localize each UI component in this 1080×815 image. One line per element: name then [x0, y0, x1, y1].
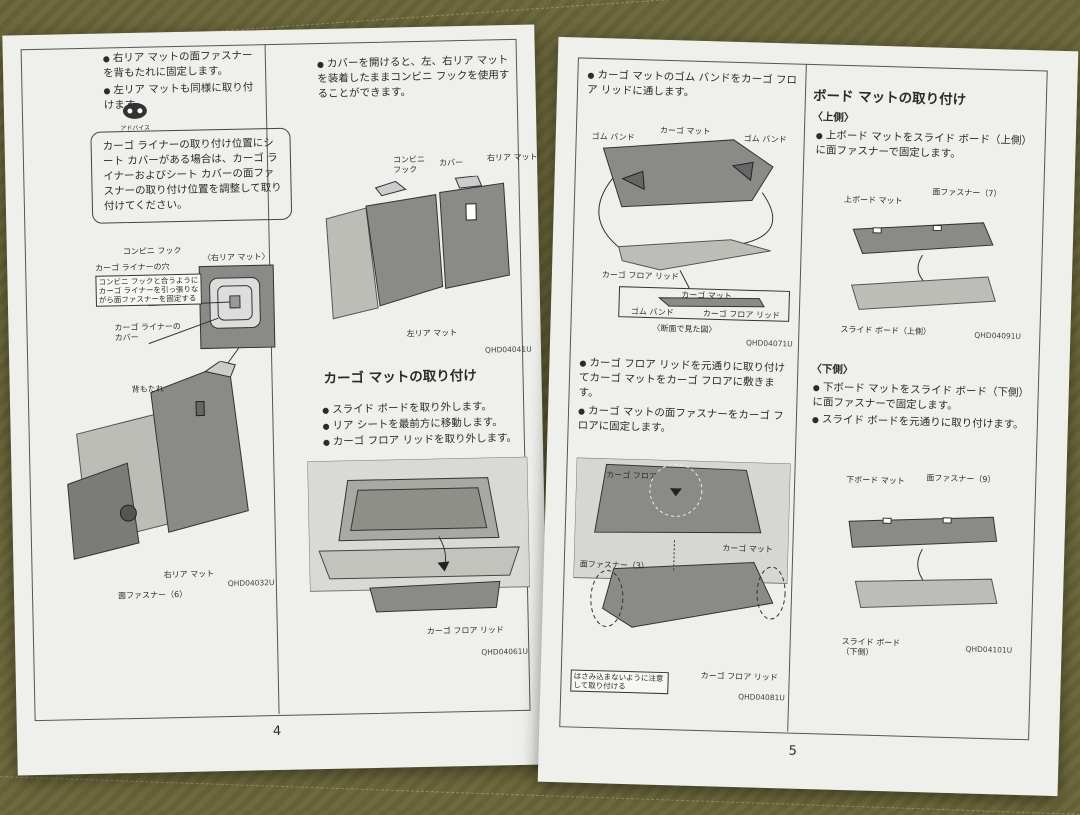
figure-code: QHD04091U — [974, 330, 1022, 341]
label-right-rear-mat-2: 右リア マット — [486, 152, 538, 163]
label-right-rear-mat-paren: 〈右リア マット〉 — [202, 252, 270, 263]
label-cargo-mat: カーゴ マット — [659, 125, 711, 137]
label-section-caption: 〈断面で見た図〉 — [652, 323, 717, 335]
instruction-upper-board: 上ボード マットをスライド ボード（上側）に面ファスナーで固定します。 — [815, 128, 1036, 164]
label-compini-hook: コンピニ フック — [122, 245, 182, 257]
label-left-rear-mat: 左リア マット — [406, 328, 458, 339]
upper-board-mat-illustration — [851, 222, 996, 310]
label-cargo-mat-2: カーゴ マット — [722, 543, 773, 555]
instruction-fix-velcro: カーゴ マットの面ファスナーをカーゴ フロアに固定します。 — [577, 404, 790, 440]
label-cargo-floor-lid: カーゴ フロア リッド — [426, 625, 505, 636]
figure-code: QHD04032U — [227, 578, 275, 589]
figure-code: QHD04071U — [745, 338, 793, 349]
cargo-area-lid-illustration — [307, 456, 531, 613]
label-cargo-liner-hole: カーゴ ライナーの穴 — [95, 262, 170, 273]
manual-page-right: カーゴ マットのゴム バンドをカーゴ フロア リッドに通します。 ゴム バンド … — [537, 36, 1079, 797]
label-rubber-band-right: ゴム バンド — [743, 134, 787, 145]
cargo-floor-mat-illustration — [572, 457, 791, 628]
label-upper-board-mat: 上ボード マット — [843, 194, 903, 206]
instruction-lower-board: 下ボード マットをスライド ボード（下側）に面ファスナーで固定します。 — [812, 380, 1025, 416]
label-cargo-liner-cover: カーゴ ライナーのカバー — [114, 321, 181, 343]
label-velcro-9: 面ファスナー（9） — [926, 473, 996, 485]
section-heading-board-mat: ボード マットの取り付け — [812, 88, 967, 109]
label-lower-board-mat: 下ボード マット — [846, 475, 905, 486]
page-number: 4 — [272, 723, 282, 740]
figure-code: QHD04061U — [481, 646, 529, 657]
label-cover: カバー — [438, 158, 464, 168]
rear-mats-on-seat-illustration — [325, 175, 510, 320]
instruction-lay-cargo-mat: カーゴ フロア リッドを元通りに取り付けてカーゴ マットをカーゴ フロアに敷きま… — [578, 356, 791, 407]
advice-text: カーゴ ライナーの取り付け位置にシート カバーがある場合は、カーゴ ライナーおよ… — [102, 136, 282, 213]
label-section-lid: カーゴ フロア リッド — [702, 309, 781, 321]
manual-page-left: 右リア マットの面ファスナーを背もたれに固定します。 左リア マットも同様に取り… — [2, 24, 550, 776]
instruction-open-cover: カバーを開けると、左、右リア マットを装着したままコンビニ フックを使用すること… — [317, 53, 514, 102]
label-hook-instruction: コンビニ フックと合うようにカーゴ ライナーを引っ張りながら面ファスナーを固定す… — [95, 273, 202, 307]
label-seatback: 背もたれ — [131, 384, 164, 395]
label-section-band: ゴム バンド — [630, 307, 674, 318]
instruction-fix-right-mat: 右リア マットの面ファスナーを背もたれに固定します。 — [103, 48, 264, 81]
lower-board-mat-illustration — [848, 516, 998, 609]
label-slide-board-lower: スライド ボード（下側） — [841, 637, 901, 657]
page-number: 5 — [788, 743, 798, 759]
label-cargo-floor-lid: カーゴ フロア リッド — [601, 270, 680, 282]
cargo-mat-band-illustration — [598, 139, 790, 322]
subheading-upper: 〈上側〉 — [812, 111, 855, 125]
instruction-thread-band: カーゴ マットのゴム バンドをカーゴ フロア リッドに通します。 — [587, 68, 798, 104]
figure-code: QHD04041U — [484, 344, 532, 355]
label-rubber-band-left: ゴム バンド — [591, 131, 635, 143]
label-section-mat: カーゴ マット — [681, 290, 732, 301]
label-cargo-floor-lid-2: カーゴ フロア リッド — [700, 671, 778, 683]
label-caution: はさみ込まないように注意して取り付ける — [570, 669, 669, 695]
section-heading-cargo-mat: カーゴ マットの取り付け — [323, 367, 477, 387]
advice-car-icon — [122, 102, 147, 119]
label-velcro-6: 面ファスナー（6） — [117, 589, 188, 601]
figure-code: QHD04101U — [965, 644, 1013, 655]
label-cargo-floor: カーゴ フロア — [606, 470, 657, 481]
label-velcro-7: 面ファスナー（7） — [932, 187, 1002, 199]
label-compini-hook-2: コンビニ フック — [392, 154, 426, 175]
label-velcro-3: 面ファスナー（3） — [579, 559, 649, 571]
rear-seat-illustration — [67, 360, 249, 560]
label-right-rear-mat: 右リア マット — [163, 569, 215, 580]
subheading-lower: 〈下側〉 — [811, 363, 854, 377]
figure-code: QHD04081U — [738, 692, 785, 703]
